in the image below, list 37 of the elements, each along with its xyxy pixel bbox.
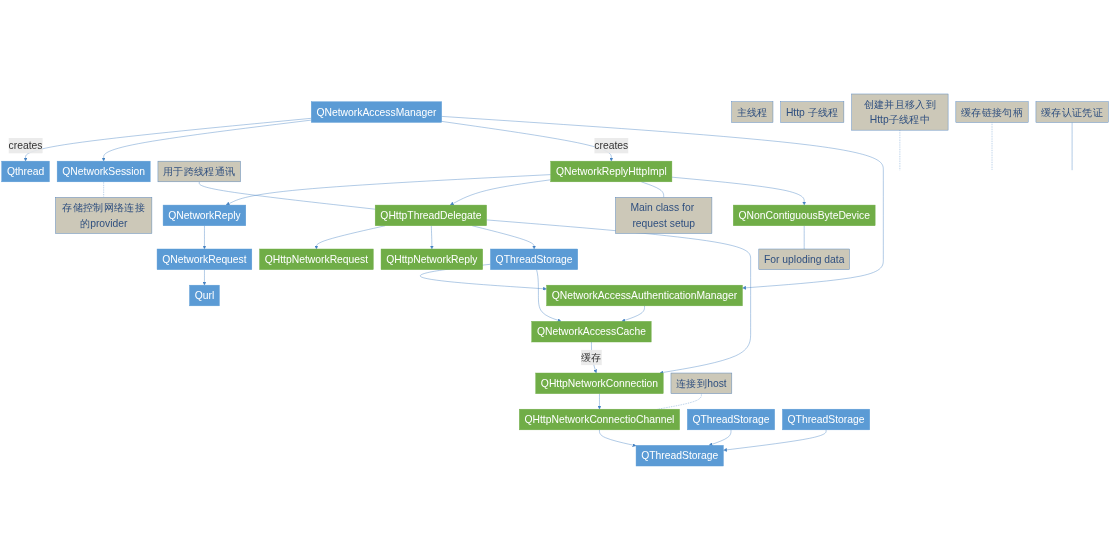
- connector: [899, 129, 901, 171]
- node-box: QThreadStorage: [687, 408, 775, 431]
- connector: [1071, 122, 1073, 171]
- connector: [641, 181, 664, 198]
- node-box: 连接到host: [670, 372, 733, 394]
- node-box: QNetworkAccessCache: [531, 321, 652, 343]
- node-box: Main class for request setup: [615, 197, 713, 234]
- node-box: QNetworkRequest: [156, 248, 253, 270]
- node-box: 存储控制网络连接的provider: [55, 197, 153, 234]
- node-box: Http 子线程: [780, 101, 845, 123]
- connector: [103, 181, 104, 198]
- connector: [199, 181, 376, 210]
- node-box: QNetworkAccessAuthenticationManager: [546, 284, 743, 307]
- node-box: QHttpNetworkReply: [380, 248, 483, 270]
- node-box: QNetworkReplyHttpImpl: [550, 160, 673, 183]
- node-box: QThreadStorage: [490, 248, 578, 270]
- node-box: For uploding data: [758, 248, 850, 270]
- node-box: Qurl: [189, 284, 220, 307]
- node-box: 缓存认证凭证: [1035, 101, 1109, 123]
- node-box: 主线程: [731, 101, 774, 123]
- node-box: QThreadStorage: [782, 408, 870, 431]
- node-box: Qthread: [1, 160, 50, 183]
- node-box: QHttpNetworkConnection: [535, 372, 664, 394]
- node-box: QHttpNetworkConnectioChannel: [519, 408, 680, 431]
- node-box: 缓存链接句柄: [955, 101, 1029, 123]
- edge-label: 缓存: [581, 351, 602, 364]
- node-box: 用于跨线程通讯: [157, 160, 241, 183]
- node-box: 创建并且移入到Http子线程中: [851, 93, 949, 131]
- node-box: QNetworkSession: [56, 160, 151, 183]
- node-box: QHttpThreadDelegate: [374, 204, 487, 226]
- node-box: QNonContiguousByteDevice: [733, 204, 876, 226]
- node-box: QNetworkAccessManager: [311, 101, 442, 123]
- edge-label: creates: [594, 139, 629, 152]
- node-box: QHttpNetworkRequest: [259, 248, 374, 270]
- node-box: QNetworkReply: [162, 204, 246, 226]
- node-box: QThreadStorage: [635, 445, 724, 467]
- edge-label: creates: [8, 139, 43, 152]
